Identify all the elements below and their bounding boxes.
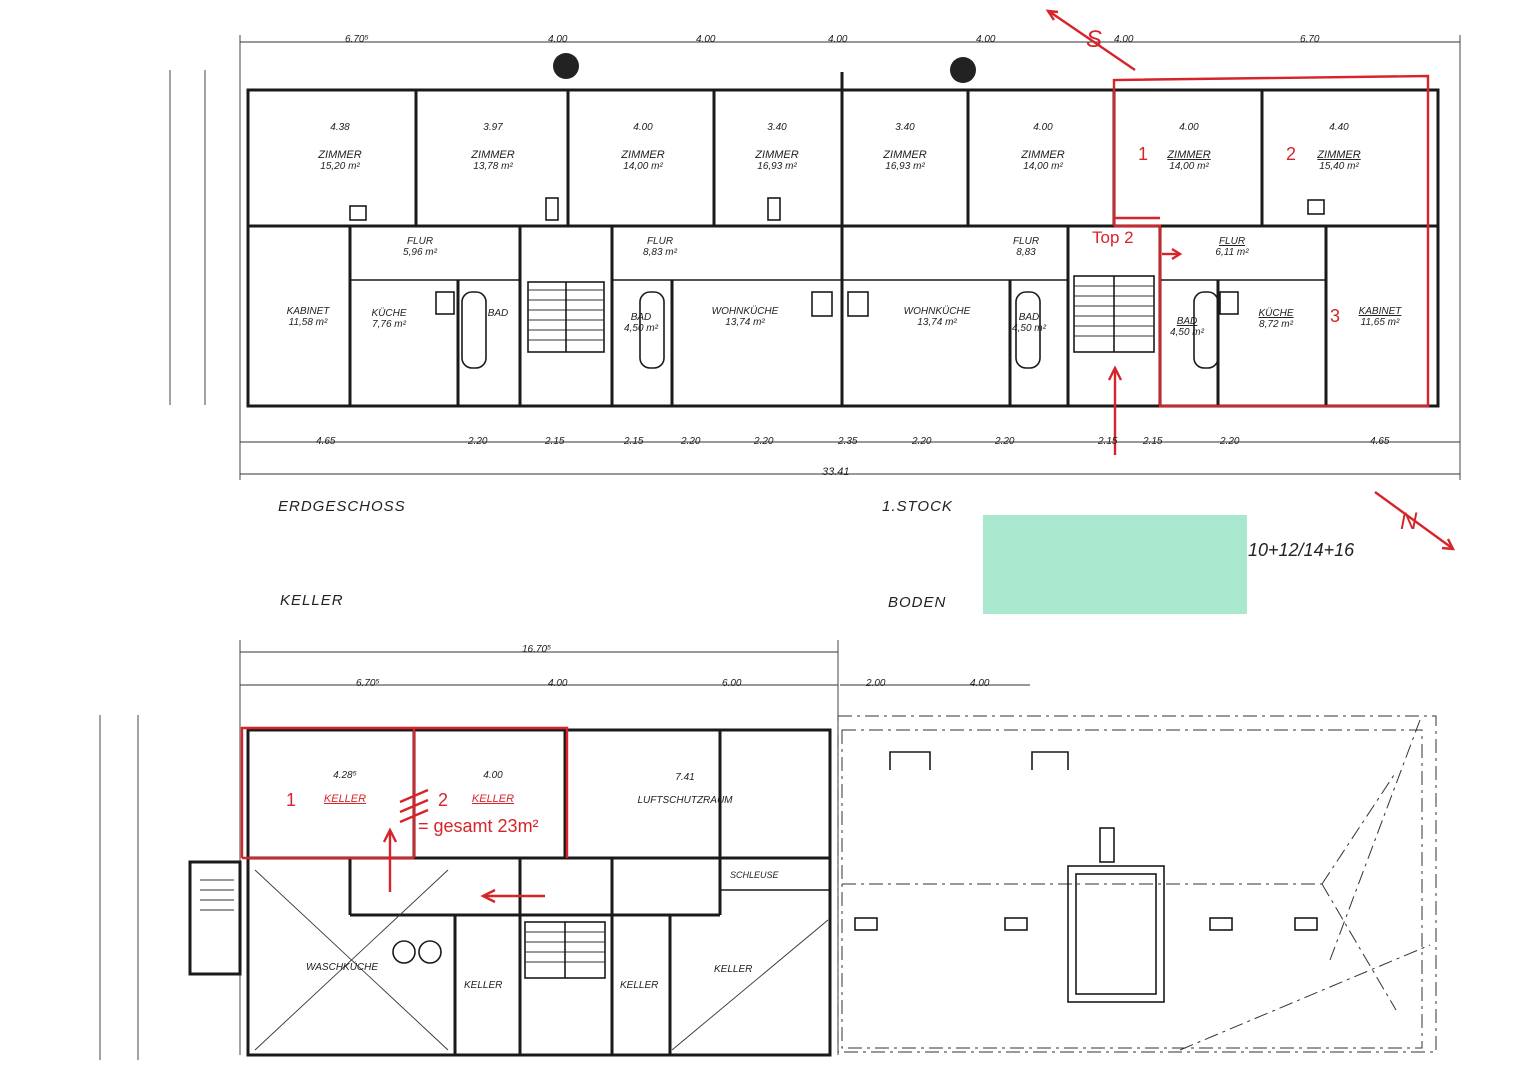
cellar-room-schleuse: SCHLEUSE (730, 870, 779, 880)
bottom-dim: 2.15 (545, 436, 565, 447)
cellar-room-keller: KELLER (714, 964, 753, 975)
staircase-right (1073, 275, 1155, 353)
top-dim: 6.70⁵ (345, 34, 369, 45)
bottom-dim: 2.20 (754, 436, 774, 447)
bottom-dim: 2.20 (995, 436, 1015, 447)
room-zimmer: 4.00 ZIMMER 14,00 m² (621, 122, 665, 172)
bottom-dim: 4.65 (316, 436, 336, 447)
room-zimmer: 3.97 ZIMMER 13,78 m² (471, 122, 515, 172)
room-zimmer: 4.38 ZIMMER 15,20 m² (318, 122, 362, 172)
top-dim: 4.00 (1114, 34, 1134, 45)
room-zimmer: 4.00 ZIMMER 14,00 m² (1167, 122, 1211, 172)
cellar-dim: 6.00 (722, 678, 742, 689)
bottom-dim: 2.20 (1220, 436, 1240, 447)
top-dim: 6.70 (1300, 34, 1320, 45)
floor-label-attic: BODEN (888, 594, 947, 611)
room-zimmer: 3.40 ZIMMER 16,93 m² (883, 122, 927, 172)
annotation-number-2: 2 (1286, 144, 1297, 164)
annotation-number-1: 1 (1138, 144, 1149, 164)
room-zimmer: 3.40 ZIMMER 16,93 m² (755, 122, 799, 172)
top-dim: 4.00 (696, 34, 716, 45)
top2-label: Top 2 (1092, 228, 1134, 247)
room-zimmer: 4.40 ZIMMER 15,40 m² (1317, 122, 1361, 172)
bottom-dim: 2.20 (681, 436, 701, 447)
top-dim: 4.00 (548, 34, 568, 45)
sticky-note (983, 515, 1247, 614)
top-dim: 4.00 (828, 34, 848, 45)
room-zimmer: 4.00 ZIMMER 14,00 m² (1021, 122, 1065, 172)
chimney-icon (553, 53, 579, 79)
compass-south (1045, 9, 1136, 71)
cellar-room-waschkueche: WASCHKÜCHE (306, 962, 379, 973)
floor-label-cellar: KELLER (280, 592, 344, 609)
annotation-number-3: 3 (1330, 306, 1341, 326)
top2-outline (1107, 74, 1430, 455)
cellar-room-keller: KELLER (620, 980, 659, 991)
cellar-dim: 6.70⁵ (356, 678, 380, 689)
cellar-room-keller: 4.00 KELLER (471, 770, 515, 805)
room-bad: BAD (487, 308, 509, 319)
cellar-room-luftschutzraum: 7.41 LUFTSCHUTZRAUM (637, 772, 733, 806)
compass-south-label: S (1086, 26, 1103, 53)
bottom-dim: 4.65 (1370, 436, 1390, 447)
bottom-dim: 2.20 (912, 436, 932, 447)
compass-north-label: N (1400, 508, 1418, 535)
cellar-total-annotation: = gesamt 23m² (418, 816, 539, 836)
cellar-total-dim: 16.70⁵ (522, 644, 552, 655)
cellar-room-keller: 4.28⁵ KELLER (323, 770, 367, 805)
cellar-room-keller: KELLER (464, 980, 503, 991)
bottom-dim: 2.15 (1143, 436, 1163, 447)
attic-dim: 2.00 (866, 678, 886, 689)
floor-label-ground: ERDGESCHOSS (278, 498, 406, 515)
bottom-dim: 2.35 (838, 436, 858, 447)
total-length: 33.41 (822, 466, 850, 478)
attic-plan (837, 684, 1437, 1053)
bottom-dim: 2.20 (468, 436, 488, 447)
house-numbers: 10+12/14+16 (1248, 540, 1355, 560)
floor-label-first: 1.STOCK (882, 498, 953, 515)
attic-dim: 4.00 (970, 678, 990, 689)
staircase-left (527, 281, 605, 353)
cellar-annotation-1: 1 (286, 790, 297, 810)
upper-plan (169, 9, 1461, 551)
bottom-dim: 2.15 (624, 436, 644, 447)
cellar-plan (99, 640, 839, 1060)
cellar-annotation-2: 2 (438, 790, 449, 810)
cellar-dim: 4.00 (548, 678, 568, 689)
compass-north (1374, 491, 1456, 551)
top-dim: 4.00 (976, 34, 996, 45)
chimney-icon (950, 57, 976, 83)
bottom-dim: 2.15 (1098, 436, 1118, 447)
